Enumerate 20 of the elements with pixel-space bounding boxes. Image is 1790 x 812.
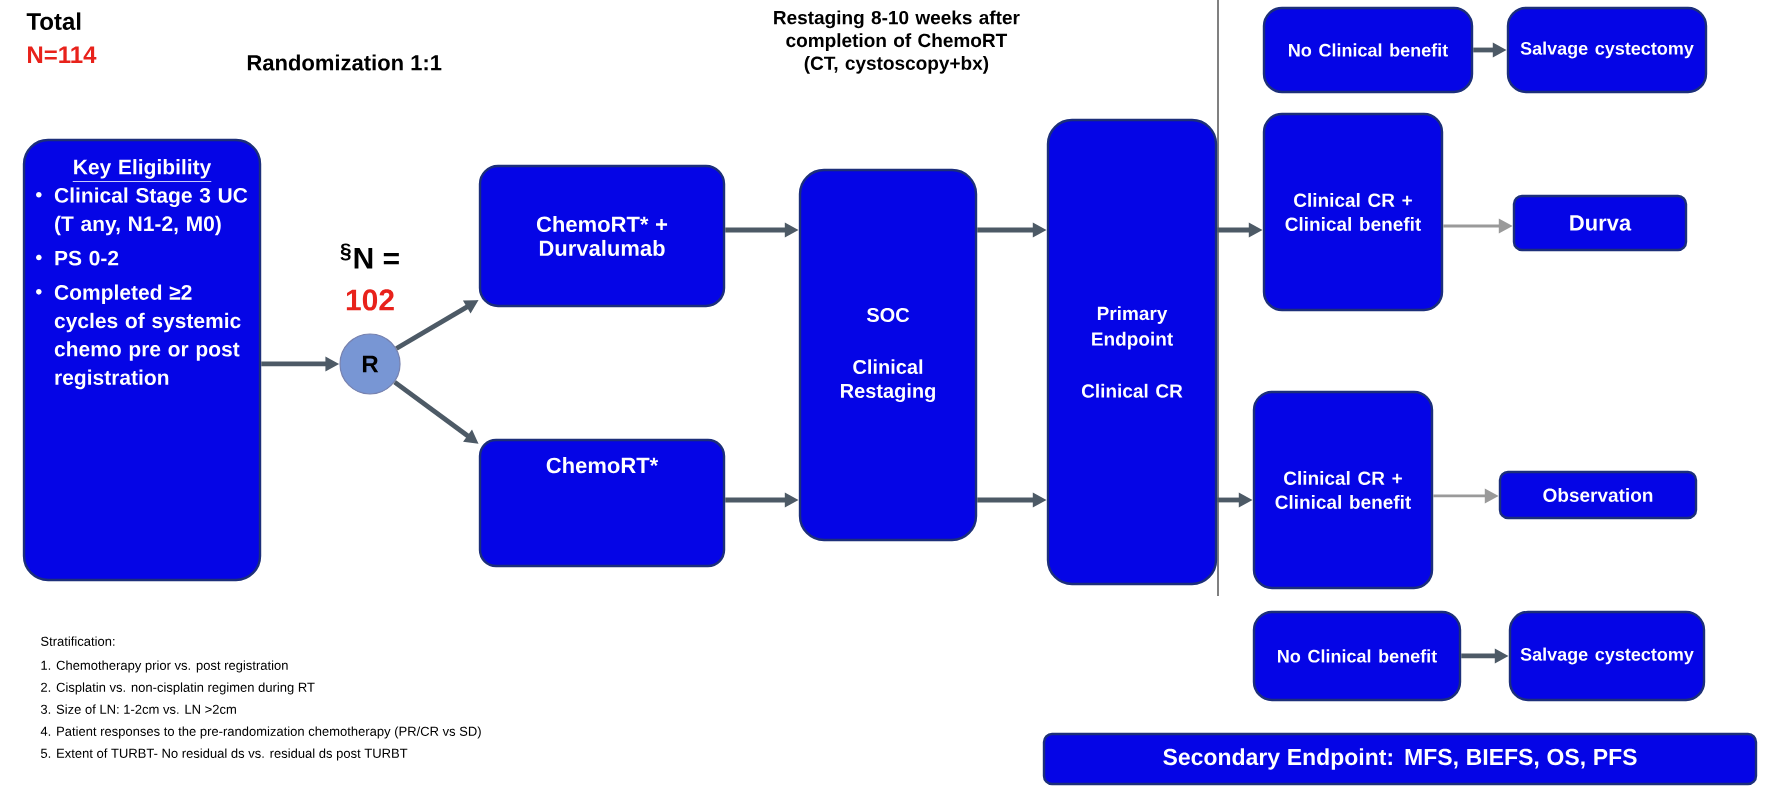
process-box: Durva	[1512, 194, 1688, 252]
sample-size-label: $^{§}$N =	[340, 243, 399, 269]
process-box: Salvage cystectomy	[1508, 610, 1706, 702]
process-box: Key Eligibility Clinical Stage 3 UC (T any, N1-2, M0) PS 0-2 Completed ≥2 cycles of systemic chemo pre or post registration	[22, 138, 262, 582]
process-box: Observation	[1498, 470, 1698, 520]
process-box: SOC Clinical Restaging	[798, 168, 978, 542]
process-box: No Clinical benefit	[1252, 610, 1462, 702]
process-box: ChemoRT* + Durvalumab	[478, 164, 726, 308]
process-box: Secondary Endpoint: MFS, BIEFS, OS, PFS	[1042, 732, 1758, 786]
process-box: Clinical CR + Clinical benefit	[1262, 112, 1444, 312]
process-box: Primary Endpoint Clinical CR	[1046, 118, 1218, 586]
process-box: Clinical CR + Clinical benefit	[1252, 390, 1434, 590]
sample-size-label: 102	[346, 289, 394, 311]
process-box: No Clinical benefit	[1262, 6, 1474, 94]
sample-size-label: N=114	[28, 46, 97, 63]
heading-text: Randomization 1:1	[247, 54, 442, 71]
heading-text: Total	[26, 12, 81, 30]
process-box: Salvage cystectomy	[1506, 6, 1708, 94]
note-text: Restaging 8-10 weeks after completion of ChemoRT (CT, cystoscopy+bx)	[774, 10, 1020, 74]
process-box: ChemoRT*	[478, 438, 726, 568]
